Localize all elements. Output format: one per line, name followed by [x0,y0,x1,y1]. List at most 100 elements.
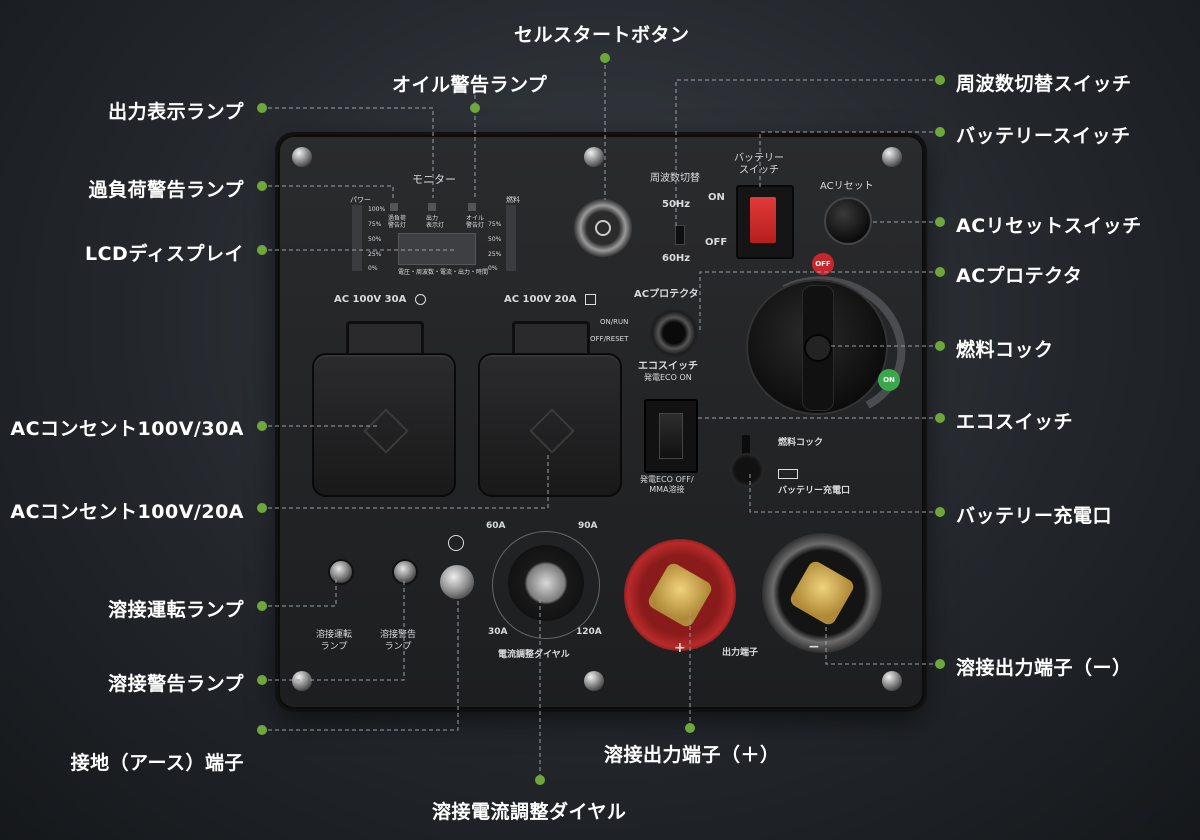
ground-symbol-icon [448,535,464,551]
plus-label: + [674,640,686,656]
minus-label: − [808,639,820,655]
off-reset-label: OFF/RESET [590,335,629,343]
eco-switch[interactable] [659,413,683,459]
pct-label: 50% [488,236,502,243]
on-badge: ON [878,369,900,391]
pct-label: 75% [368,221,382,228]
battery-switch-title: バッテリー スイッチ [734,153,784,176]
leader-overload-lamp [268,185,394,200]
leader-weld-minus [825,622,940,665]
callout-weld-warn-lamp: 溶接警告ランプ [108,673,244,695]
dial-120-label: 120A [576,627,602,637]
ground-terminal[interactable] [440,565,474,599]
leader-ac-protector [699,271,940,330]
ac-protector-label: ACプロテクタ [634,289,699,300]
pct-label: 100% [368,206,386,213]
outlet-20a-label: AC 100V 20A [504,294,577,305]
monitor-label: モニター [412,173,456,186]
screw-icon [584,671,604,691]
screw-icon [882,147,902,167]
outlet-30a-cover[interactable] [312,353,456,497]
lcd-display [398,233,476,265]
callout-fuel-cock: 燃料コック [956,339,1054,361]
output-lamp [428,203,436,211]
off-badge: OFF [812,253,834,275]
weld-plus-terminal[interactable] [624,539,736,651]
overload-lamp [390,203,398,211]
callout-freq-switch: 周波数切替スイッチ [956,73,1132,95]
battery-on-label: ON [708,192,725,203]
pct-label: 50% [368,236,382,243]
lcd-caption: 電圧・周波数・電流・出力・時間 [398,269,489,276]
callout-ac-reset: ACリセットスイッチ [956,215,1142,237]
battery-charge-port[interactable] [730,453,764,487]
pct-label: 0% [488,265,498,272]
cell-start-button[interactable] [574,199,632,257]
leader-battery-port [749,474,940,513]
screw-icon [292,671,312,691]
frequency-switch[interactable] [675,225,685,245]
callout-weld-run-lamp: 溶接運転ランプ [108,599,244,621]
power-icon [595,220,611,236]
outlet-30a-symbol-icon [415,294,426,305]
dial-scale [492,531,600,639]
on-run-label: ON/RUN [600,318,629,326]
leader-outlet-20a [268,452,549,509]
weld-warn-label: 溶接警告 ランプ [380,630,417,652]
ac-reset-switch[interactable] [824,197,872,245]
pct-label: 25% [368,251,382,258]
oil-lamp [468,203,476,211]
leader-battery-switch [759,131,940,190]
fuel-cock[interactable] [746,279,888,415]
outlet-20a-hinge [512,321,590,358]
leader-ground [268,600,459,731]
leader-freq [675,79,940,228]
outlet-30a-label: AC 100V 30A [334,294,407,305]
weld-warn-lamp [392,559,418,585]
pct-label: 0% [368,265,378,272]
weld-run-label: 溶接運転 ランプ [316,630,353,652]
power-label: パワー [350,196,371,204]
outlet-20a-symbol-icon [585,294,596,305]
callout-weld-minus: 溶接出力端子（ー） [956,657,1132,679]
battery-charge-label: バッテリー充電口 [778,486,851,496]
outlet-30a-hinge [346,321,424,358]
weld-current-dial[interactable] [508,545,584,621]
overload-lamp-label: 過負荷 警告灯 [388,215,407,229]
callout-outlet-20a: ACコンセント100V/20A [10,501,244,523]
callout-overload-lamp: 過負荷警告ランプ [88,179,244,201]
callout-ground: 接地（アース）端子 [70,752,244,774]
eco-switch-housing [644,399,698,473]
pct-label: 25% [488,251,502,258]
callout-oil-lamp: オイル警告ランプ [392,74,548,96]
generator-control-panel: モニター パワー 燃料 100% 75% 50% 25% 0% 75% 50% … [278,135,924,709]
weld-minus-terminal[interactable] [762,533,882,653]
outlet-20a-cover[interactable] [478,353,622,497]
oil-lamp-label: オイル 警告灯 [466,215,485,229]
dial-90-label: 90A [578,521,598,531]
pct-label: 75% [488,221,502,228]
ac-protector-button[interactable] [650,309,698,357]
callout-outlet-30a: ACコンセント100V/30A [10,418,244,440]
callout-battery-switch: バッテリースイッチ [956,125,1131,147]
eco-bottom-label: 発電ECO OFF/ MMA溶接 [640,475,694,494]
screw-icon [882,671,902,691]
battery-icon [778,469,798,479]
callout-battery-port: バッテリー充電口 [956,505,1113,527]
callout-lcd: LCDディスプレイ [85,243,244,265]
output-lamp-label: 出力 表示灯 [426,215,445,229]
ac-reset-label: ACリセット [820,181,874,192]
fuel-label: 燃料 [506,196,520,204]
eco-sub: 発電ECO ON [644,373,692,382]
callout-weld-dial: 溶接電流調整ダイヤル [432,801,627,823]
screw-icon [292,147,312,167]
fuel-cock-small-lever [742,435,750,455]
fuel-cock-small-label: 燃料コック [778,438,824,448]
output-terminal-label: 出力端子 [722,648,759,658]
dial-30-label: 30A [488,627,508,637]
freq-title: 周波数切替 [650,173,700,184]
battery-switch[interactable] [750,197,776,243]
leader-weld-warn [268,578,405,681]
fuel-cock-hole [804,334,832,362]
